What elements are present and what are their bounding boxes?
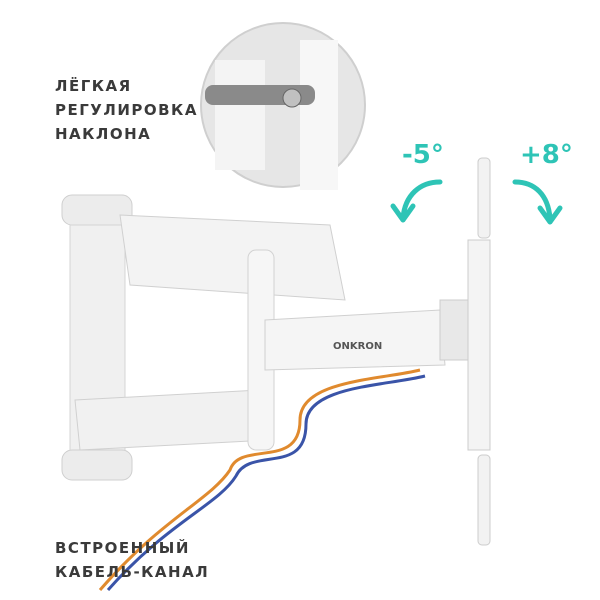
caption-line: НАКЛОНА	[55, 125, 152, 143]
brand-logo: ONKRON	[333, 341, 383, 352]
tilt-arrows	[390, 179, 563, 225]
caption-line: РЕГУЛИРОВКА	[55, 101, 198, 119]
tilt-plus-label: +8°	[520, 140, 573, 170]
caption-line: ЛЁГКАЯ	[55, 77, 132, 95]
tilt-minus-label: -5°	[402, 140, 444, 170]
mount-arms	[74, 214, 471, 451]
caption-line: ВСТРОЕННЫЙ	[55, 539, 190, 557]
tilt-forward-arrow-icon	[512, 179, 563, 225]
detail-zoom-circle	[200, 22, 366, 190]
caption-line: КАБЕЛЬ-КАНАЛ	[55, 563, 210, 581]
tilt-caption: ЛЁГКАЯ РЕГУЛИРОВКА НАКЛОНА	[55, 74, 198, 146]
cables	[98, 368, 426, 591]
tilt-back-arrow-icon	[390, 179, 443, 223]
cable-caption: ВСТРОЕННЫЙ КАБЕЛЬ-КАНАЛ	[55, 536, 209, 584]
tv-bracket	[467, 157, 491, 546]
